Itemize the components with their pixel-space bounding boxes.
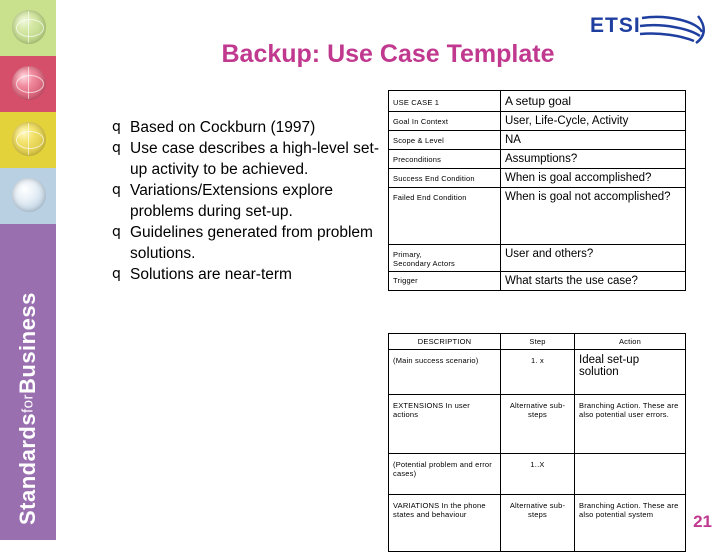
sidebar-swatch-red — [0, 56, 56, 112]
subtable-cell-step: 1. x — [500, 349, 575, 395]
etsi-logo-text: ETSI — [590, 14, 641, 37]
table-cell-label: Preconditions — [388, 149, 501, 169]
table-cell-label: Scope & Level — [388, 130, 501, 150]
subtable-cell-step: 1..X — [500, 453, 575, 495]
sidebar-swatch-blue — [0, 168, 56, 224]
table-row: Scope & Level NA — [388, 130, 686, 150]
table-row: Preconditions Assumptions? — [388, 149, 686, 169]
table-row: Trigger What starts the use case? — [388, 271, 686, 291]
subtable-cell-action: Branching Action. These are also potenti… — [574, 394, 686, 454]
etsi-logo: ETSI — [590, 12, 706, 46]
table-row: VARIATIONS In the phone states and behav… — [388, 494, 686, 552]
table-cell-value: What starts the use case? — [500, 271, 686, 291]
subtable-cell-action — [574, 453, 686, 495]
table-cell-label: Success End Condition — [388, 168, 501, 188]
bullet-text: Based on Cockburn (1997) — [130, 119, 316, 136]
slide-number: 21 — [693, 512, 712, 531]
bullet-list: q Based on Cockburn (1997) q Use case de… — [112, 118, 384, 287]
sidebar-caption-small: for — [19, 393, 37, 413]
sidebar-swatch-yellow — [0, 112, 56, 168]
list-item: q Guidelines generated from problem solu… — [112, 223, 384, 264]
subtable-cell-step: Alternative sub-steps — [500, 494, 575, 552]
bullet-marker: q — [112, 266, 121, 283]
list-item: q Use case describes a high-level set-up… — [112, 139, 384, 180]
table-row: Primary, Secondary Actors User and other… — [388, 244, 686, 272]
sidebar-caption: Standards for Business — [0, 225, 56, 525]
list-item: q Based on Cockburn (1997) — [112, 118, 384, 138]
table-cell-value: A setup goal — [500, 90, 686, 112]
bullet-marker: q — [112, 182, 121, 199]
subtable-cell-description: (Potential problem and error cases) — [388, 453, 501, 495]
table-row: (Main success scenario) 1. x Ideal set-u… — [388, 349, 686, 395]
table-cell-label: USE CASE 1 — [388, 90, 501, 112]
list-item: q Solutions are near-term — [112, 265, 384, 285]
table-cell-label: Primary, Secondary Actors — [388, 244, 501, 272]
sidebar-caption-main: Standards — [15, 412, 40, 525]
globe-icon — [12, 10, 46, 44]
subtable-header-action: Action — [574, 333, 686, 350]
table-row: USE CASE 1 A setup goal — [388, 90, 686, 112]
bullet-text: Use case describes a high-level set-up a… — [130, 140, 379, 178]
bullet-text: Guidelines generated from problem soluti… — [130, 224, 373, 262]
bullet-marker: q — [112, 140, 121, 157]
sidebar-swatch-green — [0, 0, 56, 56]
table-row: Goal In Context User, Life-Cycle, Activi… — [388, 111, 686, 131]
subtable-cell-step: Alternative sub-steps — [500, 394, 575, 454]
table-cell-label: Failed End Condition — [388, 187, 501, 245]
bullet-marker: q — [112, 224, 121, 241]
table-cell-value: NA — [500, 130, 686, 150]
globe-icon — [12, 66, 46, 100]
bullet-text: Solutions are near-term — [130, 266, 292, 284]
page-title: Backup: Use Case Template — [221, 40, 555, 68]
table-cell-value: When is goal not accomplished? — [500, 187, 686, 245]
bullet-marker: q — [112, 119, 121, 135]
table-row: EXTENSIONS In user actions Alternative s… — [388, 394, 686, 454]
table-cell-value: User, Life-Cycle, Activity — [500, 111, 686, 131]
subtable-cell-description: EXTENSIONS In user actions — [388, 394, 501, 454]
table-cell-value: When is goal accomplished? — [500, 168, 686, 188]
table-row: (Potential problem and error cases) 1..X — [388, 453, 686, 495]
table-cell-label: Goal In Context — [388, 111, 501, 131]
subtable-cell-description: VARIATIONS In the phone states and behav… — [388, 494, 501, 552]
globe-icon — [12, 178, 46, 212]
use-case-steps-table: DESCRIPTION Step Action (Main success sc… — [388, 333, 686, 552]
etsi-swoosh-icon — [639, 15, 705, 45]
subtable-cell-action: Ideal set-up solution — [574, 349, 686, 395]
subtable-cell-action: Branching Action. These are also potenti… — [574, 494, 686, 552]
sidebar-caption-tail: Business — [15, 292, 40, 394]
list-item: q Variations/Extensions explore problems… — [112, 181, 384, 222]
globe-icon — [12, 122, 46, 156]
subtable-cell-description: (Main success scenario) — [388, 349, 501, 395]
table-header-row: DESCRIPTION Step Action — [388, 333, 686, 350]
table-cell-value: Assumptions? — [500, 149, 686, 169]
bullet-text: Variations/Extensions explore problems d… — [130, 182, 334, 220]
subtable-header-description: DESCRIPTION — [388, 333, 501, 350]
table-row: Success End Condition When is goal accom… — [388, 168, 686, 188]
table-cell-label: Trigger — [388, 271, 501, 291]
left-sidebar: Standards for Business — [0, 0, 56, 540]
table-row: Failed End Condition When is goal not ac… — [388, 187, 686, 245]
use-case-template-table: USE CASE 1 A setup goal Goal In Context … — [388, 90, 686, 291]
table-cell-value: User and others? — [500, 244, 686, 272]
subtable-header-step: Step — [500, 333, 575, 350]
